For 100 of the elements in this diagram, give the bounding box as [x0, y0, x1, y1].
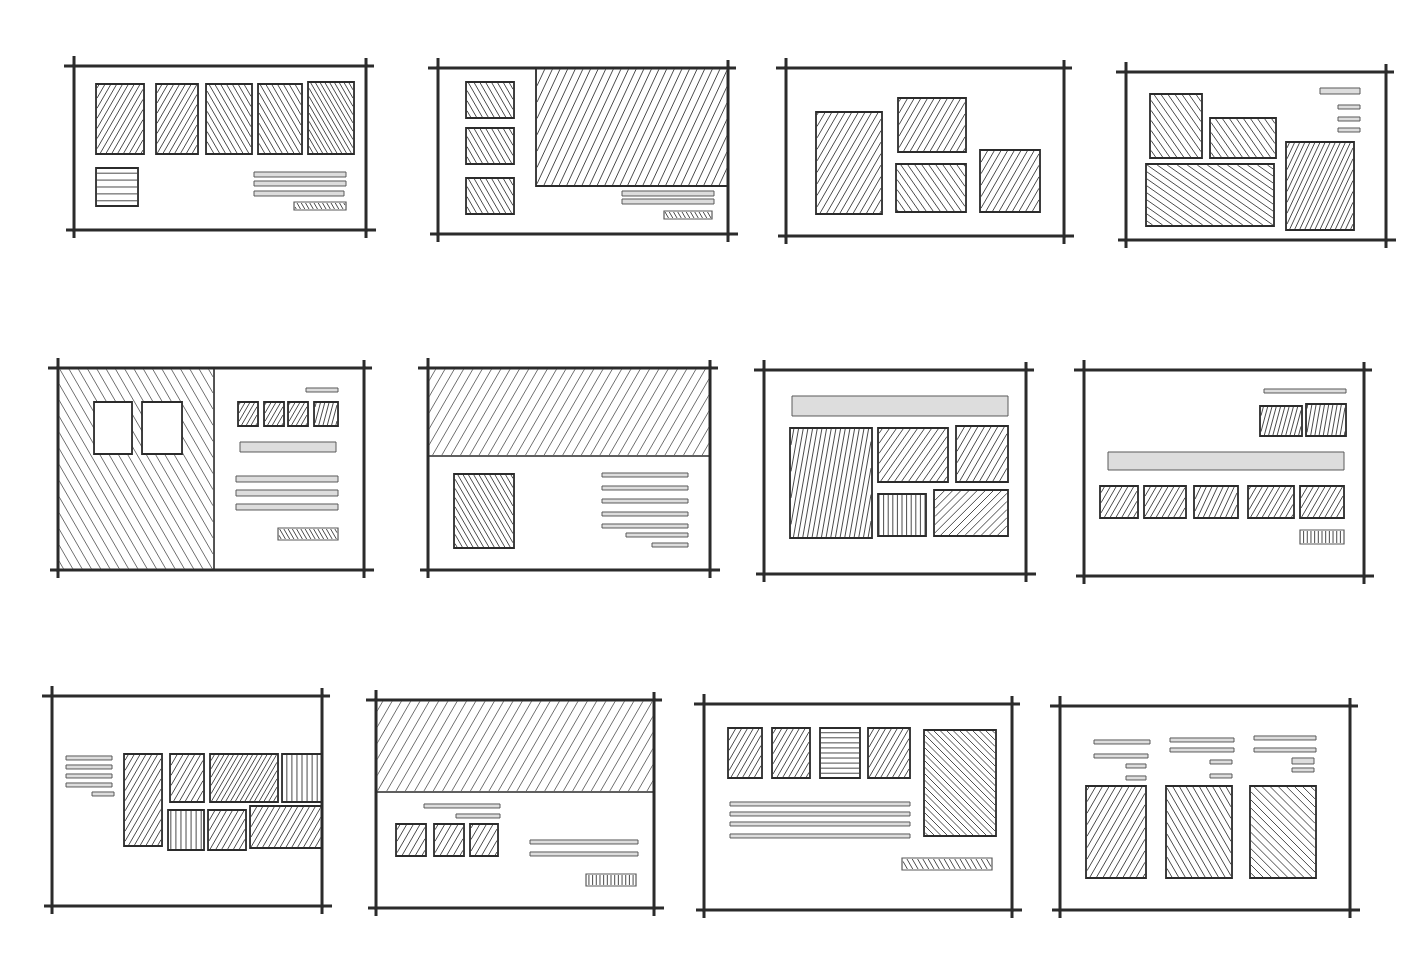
text-line-placeholder	[1253, 747, 1317, 753]
text-line-placeholder	[601, 485, 689, 491]
image-placeholder	[1149, 93, 1203, 159]
image-placeholder	[237, 401, 259, 427]
text-line-placeholder	[729, 833, 911, 839]
image-placeholder	[313, 401, 339, 427]
image-placeholder	[1165, 785, 1233, 879]
image-placeholder	[819, 727, 861, 779]
image-placeholder	[307, 81, 355, 155]
banner-placeholder	[375, 699, 655, 793]
text-line-placeholder	[91, 791, 115, 797]
image-placeholder	[287, 401, 309, 427]
text-line-placeholder	[1337, 116, 1361, 122]
image-placeholder	[789, 427, 873, 539]
wireframe-frame	[426, 56, 740, 244]
text-line-placeholder	[601, 472, 689, 478]
image-placeholder	[895, 163, 967, 213]
image-placeholder	[1145, 163, 1275, 227]
image-placeholder	[465, 127, 515, 165]
image-placeholder	[95, 83, 145, 155]
bar-placeholder	[239, 441, 337, 453]
wireframe-frame	[692, 692, 1024, 920]
text-line-placeholder	[601, 498, 689, 504]
text-line-placeholder	[65, 773, 113, 779]
button-placeholder	[901, 857, 993, 871]
image-placeholder	[877, 493, 927, 537]
image-placeholder	[1143, 485, 1187, 519]
text-line-placeholder	[1209, 773, 1233, 779]
image-placeholder	[1085, 785, 1147, 879]
blank-box	[93, 401, 133, 455]
image-placeholder	[535, 67, 729, 187]
button-placeholder	[585, 873, 637, 887]
image-placeholder	[249, 805, 323, 849]
wireframe-frame	[46, 356, 376, 580]
text-line-placeholder	[235, 489, 339, 497]
image-placeholder	[167, 809, 205, 851]
text-line-placeholder	[1291, 757, 1315, 765]
wireframe-frame	[1114, 60, 1398, 250]
image-placeholder	[1299, 485, 1345, 519]
image-placeholder	[465, 81, 515, 119]
text-line-placeholder	[1093, 739, 1151, 745]
image-placeholder	[123, 753, 163, 847]
text-line-placeholder	[65, 755, 113, 761]
image-placeholder	[1285, 141, 1355, 231]
image-placeholder	[155, 83, 199, 155]
bar-placeholder	[791, 395, 1009, 417]
text-line-placeholder	[651, 542, 689, 548]
image-placeholder	[771, 727, 811, 779]
image-placeholder	[1305, 403, 1347, 437]
image-placeholder	[169, 753, 205, 803]
text-line-placeholder	[729, 801, 911, 807]
image-placeholder	[453, 473, 515, 549]
image-placeholder	[205, 83, 253, 155]
text-line-placeholder	[65, 764, 113, 770]
text-line-placeholder	[601, 523, 689, 529]
wireframe-frame	[416, 356, 722, 580]
image-placeholder	[257, 83, 303, 155]
image-placeholder	[955, 425, 1009, 483]
image-placeholder	[465, 177, 515, 215]
image-placeholder	[933, 489, 1009, 537]
image-placeholder	[1259, 405, 1303, 437]
wireframe-frame	[1072, 358, 1376, 586]
image-placeholder	[209, 753, 279, 803]
text-line-placeholder	[729, 811, 911, 817]
text-line-placeholder	[1337, 127, 1361, 133]
image-placeholder	[263, 401, 285, 427]
wireframe-frame	[752, 358, 1038, 584]
text-line-placeholder	[1125, 775, 1147, 781]
text-line-placeholder	[1169, 747, 1235, 753]
bar-placeholder	[1107, 451, 1345, 471]
image-placeholder	[95, 167, 139, 207]
image-placeholder	[1249, 785, 1317, 879]
text-line-placeholder	[729, 821, 911, 827]
image-placeholder	[727, 727, 763, 779]
image-placeholder	[815, 111, 883, 215]
text-line-placeholder	[235, 503, 339, 511]
wireframe-frame	[62, 54, 378, 240]
text-line-placeholder	[253, 190, 345, 197]
text-line-placeholder	[305, 387, 339, 393]
text-line-placeholder	[253, 171, 347, 178]
wireframe-frame	[364, 688, 666, 918]
text-line-placeholder	[1337, 104, 1361, 110]
image-placeholder	[281, 753, 323, 803]
text-line-placeholder	[1291, 767, 1315, 773]
text-line-placeholder	[621, 190, 715, 197]
text-line-placeholder	[1209, 759, 1233, 765]
image-placeholder	[867, 727, 911, 779]
image-placeholder	[469, 823, 499, 857]
banner-placeholder	[427, 367, 711, 457]
text-line-placeholder	[529, 839, 639, 845]
image-placeholder	[433, 823, 465, 857]
image-placeholder	[897, 97, 967, 153]
wireframe-frame	[774, 56, 1076, 246]
text-line-placeholder	[235, 475, 339, 483]
text-line-placeholder	[423, 803, 501, 809]
image-placeholder	[1209, 117, 1277, 159]
text-line-placeholder	[621, 198, 715, 205]
text-line-placeholder	[1125, 763, 1147, 769]
image-placeholder	[877, 427, 949, 483]
text-line-placeholder	[1169, 737, 1235, 743]
